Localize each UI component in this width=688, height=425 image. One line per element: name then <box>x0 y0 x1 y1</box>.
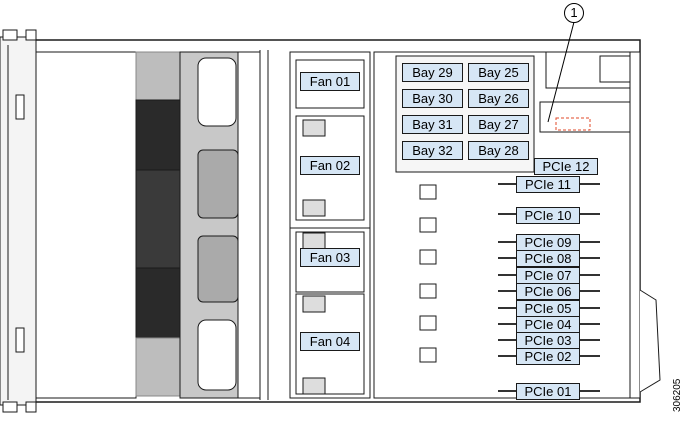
heatsink-mid <box>135 99 183 171</box>
bay-label: Bay 26 <box>468 89 529 108</box>
callout-leader <box>547 21 575 123</box>
pcie-label: PCIe 11 <box>516 176 580 193</box>
bay-label: Bay 29 <box>402 63 463 82</box>
fan-label: Fan 03 <box>300 248 360 267</box>
bay-label: Bay 25 <box>468 63 529 82</box>
pcie-label: PCIe 02 <box>516 348 580 365</box>
pcie-label: PCIe 08 <box>516 250 580 267</box>
callout-number: 1 <box>564 3 584 23</box>
pcie-label: PCIe 01 <box>516 383 580 400</box>
fan-label: Fan 01 <box>300 72 360 91</box>
bay-label: Bay 30 <box>402 89 463 108</box>
pcie-label: PCIe 06 <box>516 283 580 300</box>
front-handle-top <box>15 94 25 120</box>
figure-id: 306205 <box>672 378 683 412</box>
pcie-label: PCIe 05 <box>516 300 580 317</box>
heatsink-top <box>135 51 183 101</box>
pcie-label: PCIe 07 <box>516 267 580 284</box>
pcie-label: PCIe 04 <box>516 316 580 333</box>
heatsink-mid2 <box>135 169 183 269</box>
fan-label: Fan 02 <box>300 156 360 175</box>
bay-label: Bay 27 <box>468 115 529 134</box>
pcie-label: PCIe 03 <box>516 332 580 349</box>
highlighted-component <box>555 117 591 131</box>
heatsink-low <box>135 267 183 339</box>
heatsink-bottom <box>135 337 183 397</box>
bay-label: Bay 32 <box>402 141 463 160</box>
pcie-label: PCIe 09 <box>516 234 580 251</box>
bay-label: Bay 31 <box>402 115 463 134</box>
bay-label: Bay 28 <box>468 141 529 160</box>
pcie-label: PCIe 10 <box>516 207 580 224</box>
front-handle-bottom <box>15 327 25 353</box>
pcie-label: PCIe 12 <box>534 158 598 175</box>
fan-label: Fan 04 <box>300 332 360 351</box>
